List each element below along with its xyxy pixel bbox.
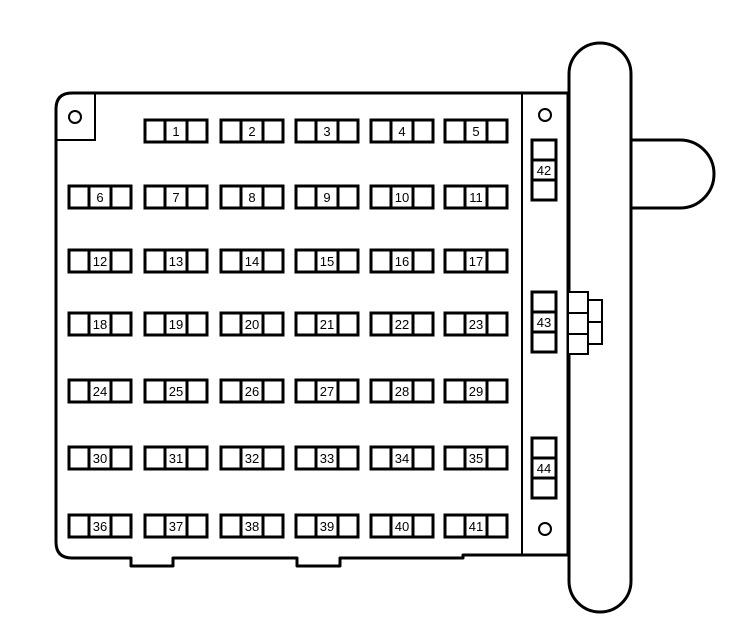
fuse-label: 36 xyxy=(93,519,107,534)
fuse-label: 38 xyxy=(245,519,259,534)
relay-label: 43 xyxy=(537,315,551,330)
mounting-hole-top-left xyxy=(68,110,82,124)
fuse-label: 28 xyxy=(395,384,409,399)
fuse-14: 14 xyxy=(219,248,285,274)
fuse-label: 16 xyxy=(395,254,409,269)
fuse-label: 29 xyxy=(469,384,483,399)
fuse-6: 6 xyxy=(67,184,133,210)
fuse-36: 36 xyxy=(67,513,133,539)
fuse-label: 39 xyxy=(320,519,334,534)
fuse-7: 7 xyxy=(143,184,209,210)
relay-column: 42 43 44 xyxy=(530,138,558,500)
fuse-8: 8 xyxy=(219,184,285,210)
fuse-12: 12 xyxy=(67,248,133,274)
fuse-label: 18 xyxy=(93,317,107,332)
fuse-29: 29 xyxy=(443,378,509,404)
fuse-9: 9 xyxy=(294,184,360,210)
fuse-17: 17 xyxy=(443,248,509,274)
fuse-13: 13 xyxy=(143,248,209,274)
fuse-25: 25 xyxy=(143,378,209,404)
fuse-label: 31 xyxy=(169,451,183,466)
fuse-35: 35 xyxy=(443,445,509,471)
fuse-19: 19 xyxy=(143,311,209,337)
fuse-label: 7 xyxy=(172,190,179,205)
fuse-label: 26 xyxy=(245,384,259,399)
fuse-39: 39 xyxy=(294,513,360,539)
fuse-label: 20 xyxy=(245,317,259,332)
fuse-23: 23 xyxy=(443,311,509,337)
fuse-18: 18 xyxy=(67,311,133,337)
fuse-label: 10 xyxy=(395,190,409,205)
fuse-3: 3 xyxy=(294,118,360,144)
fuse-33: 33 xyxy=(294,445,360,471)
fuse-label: 15 xyxy=(320,254,334,269)
fuse-24: 24 xyxy=(67,378,133,404)
fuse-label: 4 xyxy=(398,124,405,139)
fuse-label: 14 xyxy=(245,254,259,269)
fuse-26: 26 xyxy=(219,378,285,404)
fuse-label: 8 xyxy=(248,190,255,205)
fuse-10: 10 xyxy=(369,184,435,210)
fuse-28: 28 xyxy=(369,378,435,404)
fuse-2: 2 xyxy=(219,118,285,144)
fuse-1: 1 xyxy=(143,118,209,144)
fuse-label: 37 xyxy=(169,519,183,534)
fuse-20: 20 xyxy=(219,311,285,337)
fuse-label: 33 xyxy=(320,451,334,466)
fuse-16: 16 xyxy=(369,248,435,274)
fuse-40: 40 xyxy=(369,513,435,539)
relay-label: 42 xyxy=(537,163,551,178)
fuse-label: 6 xyxy=(96,190,103,205)
fuse-label: 23 xyxy=(469,317,483,332)
fuse-label: 21 xyxy=(320,317,334,332)
fuse-4: 4 xyxy=(369,118,435,144)
fuse-37: 37 xyxy=(143,513,209,539)
fuse-label: 34 xyxy=(395,451,409,466)
fuse-41: 41 xyxy=(443,513,509,539)
fuse-22: 22 xyxy=(369,311,435,337)
mounting-hole-bottom-right xyxy=(538,522,552,536)
fuse-label: 17 xyxy=(469,254,483,269)
fuse-label: 11 xyxy=(469,190,483,205)
corner-tab xyxy=(56,93,96,141)
mounting-hole-top-right xyxy=(538,108,552,122)
fuse-label: 9 xyxy=(323,190,330,205)
fuse-label: 22 xyxy=(395,317,409,332)
fuse-21: 21 xyxy=(294,311,360,337)
fuse-label: 25 xyxy=(169,384,183,399)
fuse-34: 34 xyxy=(369,445,435,471)
fuse-label: 3 xyxy=(323,124,330,139)
fuse-32: 32 xyxy=(219,445,285,471)
relay-44: 44 xyxy=(530,436,558,500)
relay-connector xyxy=(567,291,603,355)
fuse-label: 13 xyxy=(169,254,183,269)
fuse-label: 24 xyxy=(93,384,107,399)
fuse-label: 30 xyxy=(93,451,107,466)
fuse-11: 11 xyxy=(443,184,509,210)
fuse-15: 15 xyxy=(294,248,360,274)
fuse-label: 32 xyxy=(245,451,259,466)
fuse-5: 5 xyxy=(443,118,509,144)
fuse-31: 31 xyxy=(143,445,209,471)
relay-43: 43 xyxy=(530,290,558,354)
fuse-label: 35 xyxy=(469,451,483,466)
fuse-30: 30 xyxy=(67,445,133,471)
fuse-label: 19 xyxy=(169,317,183,332)
fuse-27: 27 xyxy=(294,378,360,404)
fuse-label: 12 xyxy=(93,254,107,269)
fuse-label: 40 xyxy=(395,519,409,534)
fuse-label: 41 xyxy=(469,519,483,534)
fuse-38: 38 xyxy=(219,513,285,539)
fuse-label: 5 xyxy=(472,124,479,139)
fuse-label: 27 xyxy=(320,384,334,399)
fuse-label: 2 xyxy=(248,124,255,139)
fuse-label: 1 xyxy=(172,124,179,139)
relay-label: 44 xyxy=(537,461,551,476)
relay-42: 42 xyxy=(530,138,558,202)
